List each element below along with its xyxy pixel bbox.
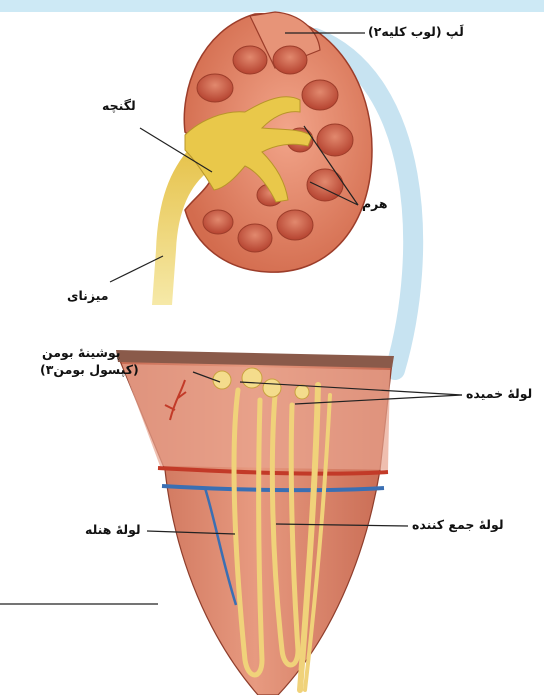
top-band [0, 0, 544, 12]
medulla-section [116, 350, 394, 695]
label-bowman-line2: (کپسول بومن۳) [40, 362, 139, 377]
label-collecting-duct: لولهٔ جمع کننده [412, 517, 504, 532]
label-convoluted-tubule: لولهٔ خمیده [466, 386, 532, 401]
label-bowman-line1: پوشینهٔ بومن [42, 345, 120, 360]
label-pelvis: لگنچه [102, 98, 136, 113]
label-lobe: لَپ (لوب کلیه۲) [368, 24, 464, 39]
label-pyramid: هرم [362, 196, 388, 211]
label-loop-of-henle: لولهٔ هنله [85, 522, 141, 537]
label-ureter: میزنای [67, 288, 108, 303]
